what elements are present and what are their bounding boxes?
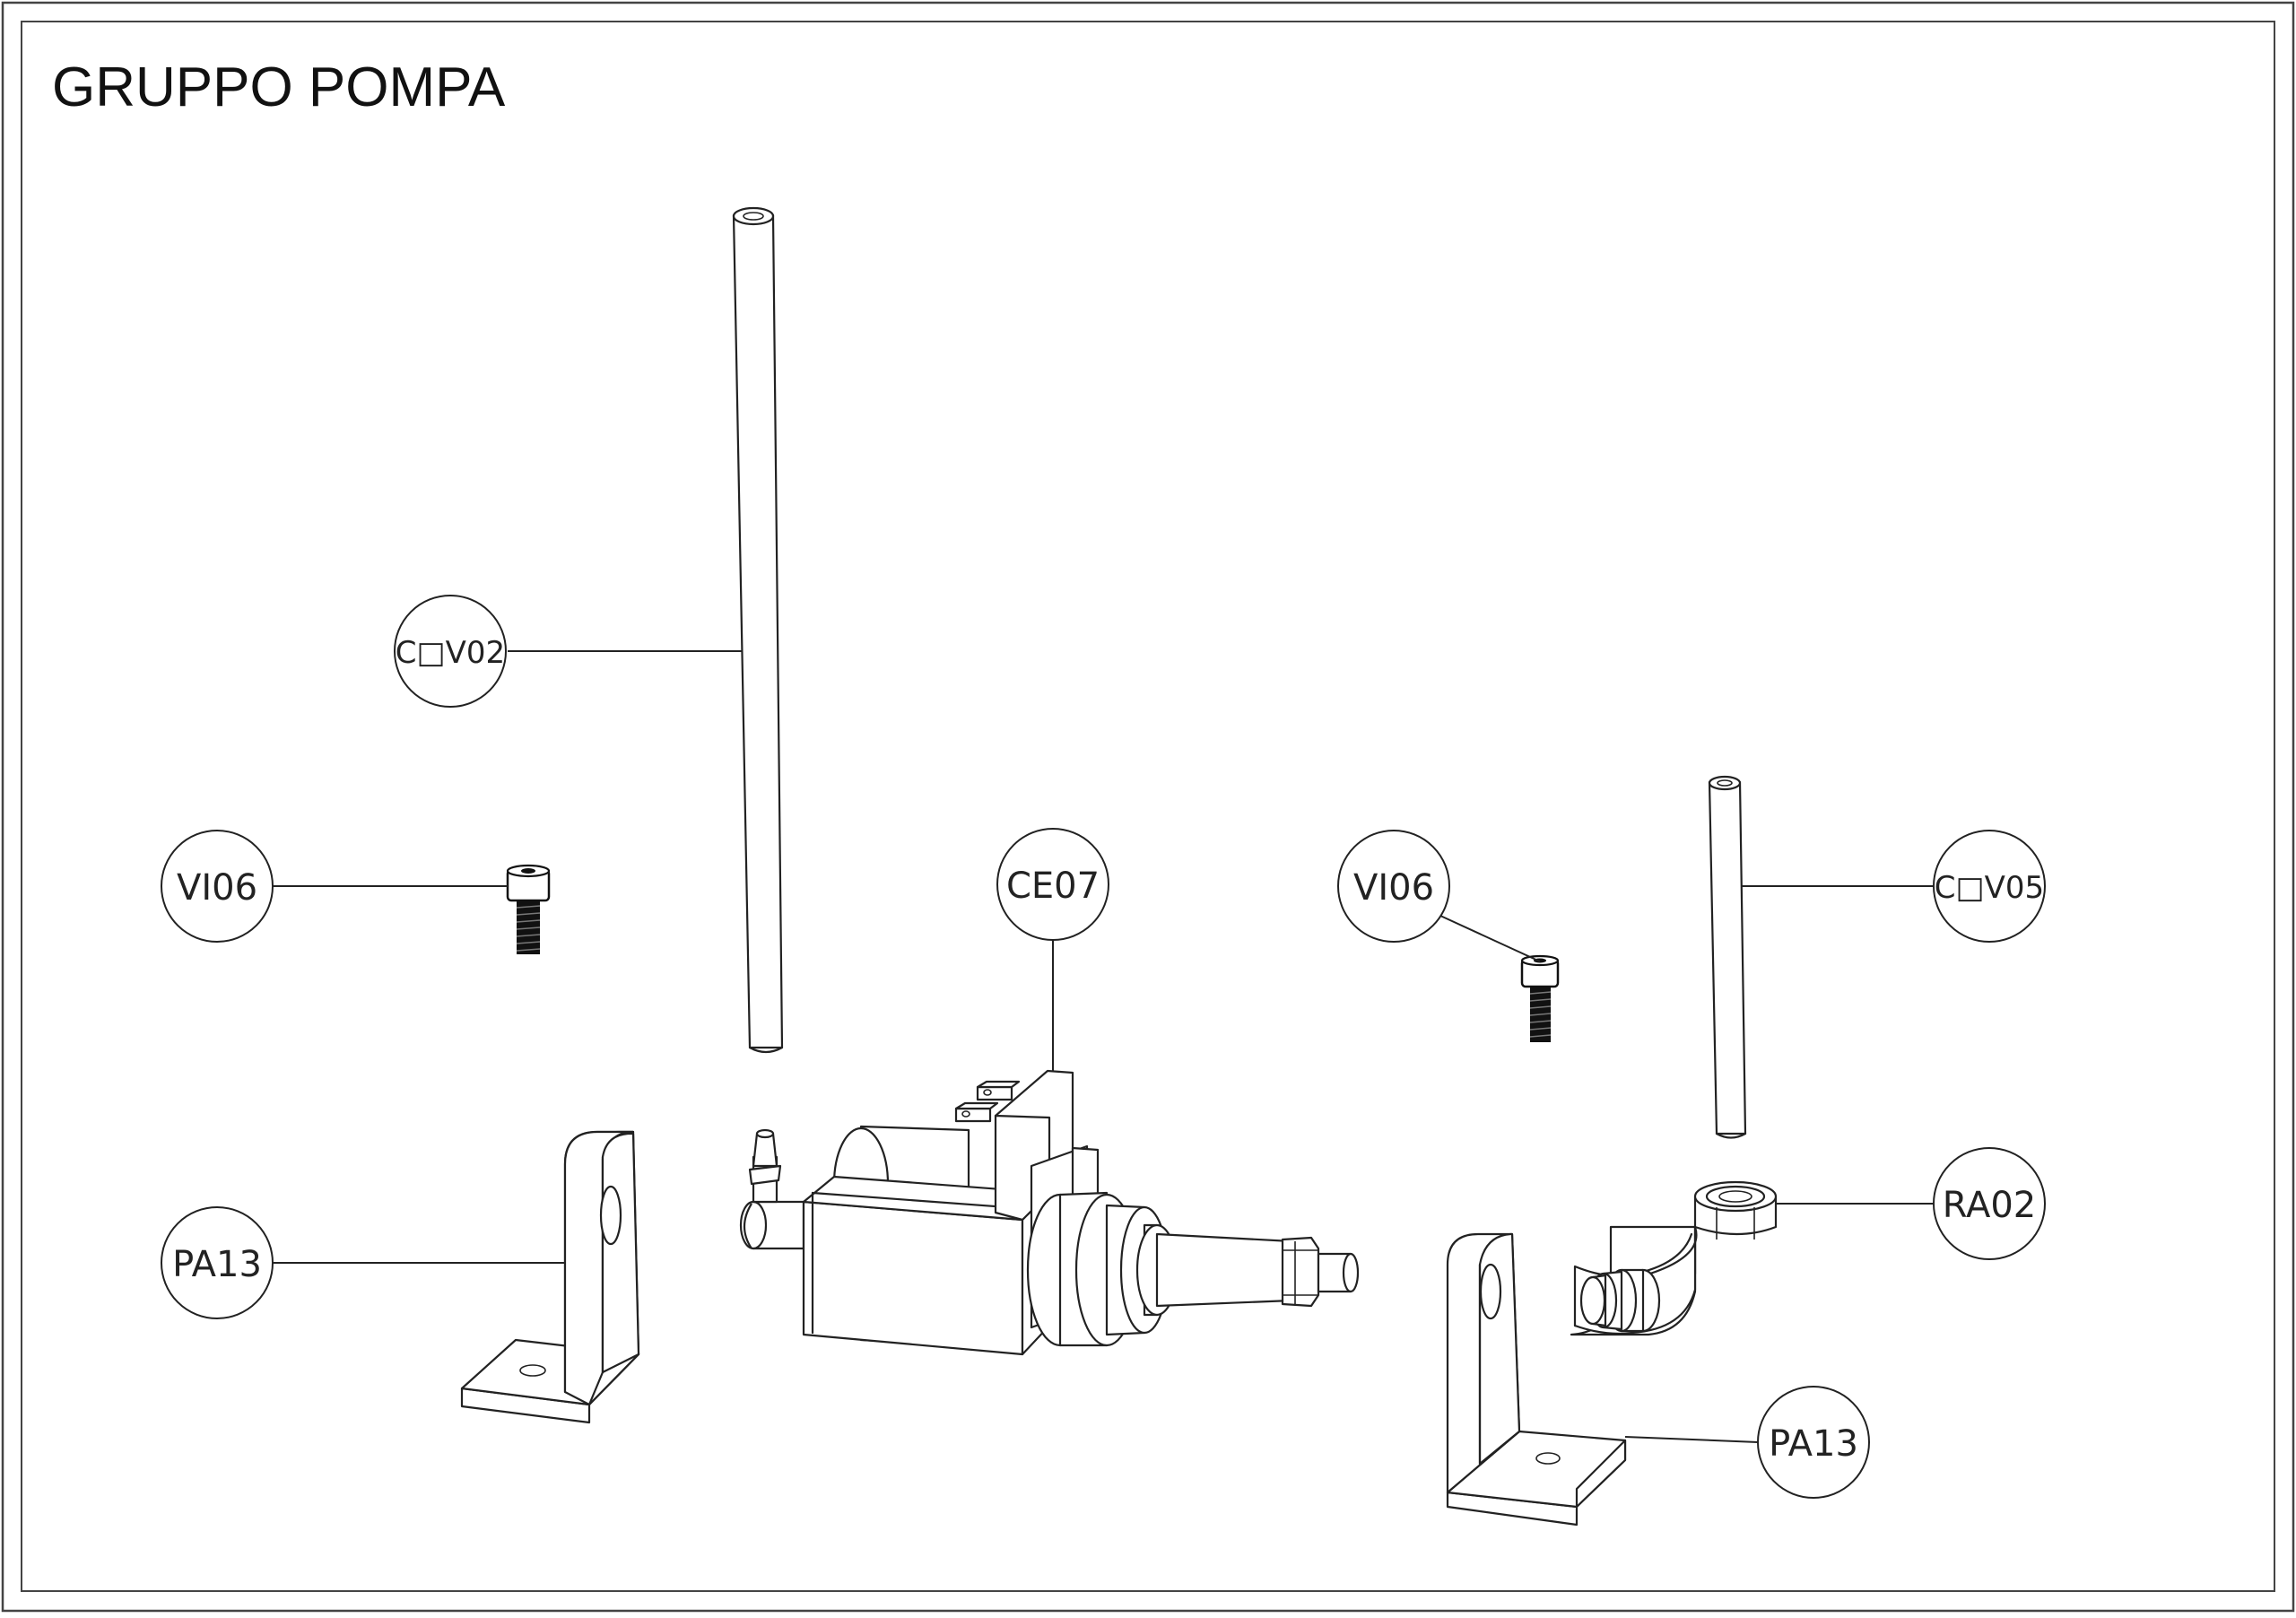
- page-title: GRUPPO POMPA: [52, 57, 506, 118]
- callout-label: RA02: [1943, 1185, 2036, 1226]
- callout-ra02: RA02: [1933, 1147, 2046, 1260]
- bracket-left-part: [460, 1130, 640, 1424]
- callout-vi06-right: VI06: [1337, 830, 1450, 943]
- callout-pa13-right: PA13: [1757, 1386, 1870, 1499]
- callout-label: PA13: [1769, 1423, 1858, 1465]
- callout-cov02: C□V02: [394, 595, 507, 708]
- callout-label: C□V05: [1935, 870, 2044, 906]
- screw-right-part: [1520, 954, 1560, 1042]
- inner-border: [21, 21, 2275, 1592]
- pump-part: [739, 1069, 1360, 1356]
- callout-ce07: CE07: [996, 828, 1109, 941]
- callout-cov05: C□V05: [1933, 830, 2046, 943]
- long-tube-part: [732, 206, 784, 1054]
- bracket-right-part: [1446, 1232, 1627, 1527]
- callout-label: VI06: [177, 867, 257, 909]
- callout-label: VI06: [1353, 867, 1434, 909]
- leader-vi06-right: [1439, 915, 1541, 962]
- callout-label: PA13: [172, 1244, 262, 1285]
- callout-label: C□V02: [396, 635, 505, 671]
- short-tube-part: [1708, 775, 1747, 1139]
- callout-vi06-left: VI06: [161, 830, 274, 943]
- callout-label: CE07: [1006, 866, 1100, 907]
- leader-pa13-right: [1624, 1436, 1759, 1443]
- elbow-fitting-part: [1570, 1180, 1778, 1336]
- screw-left-part: [506, 864, 551, 954]
- callout-pa13-left: PA13: [161, 1206, 274, 1319]
